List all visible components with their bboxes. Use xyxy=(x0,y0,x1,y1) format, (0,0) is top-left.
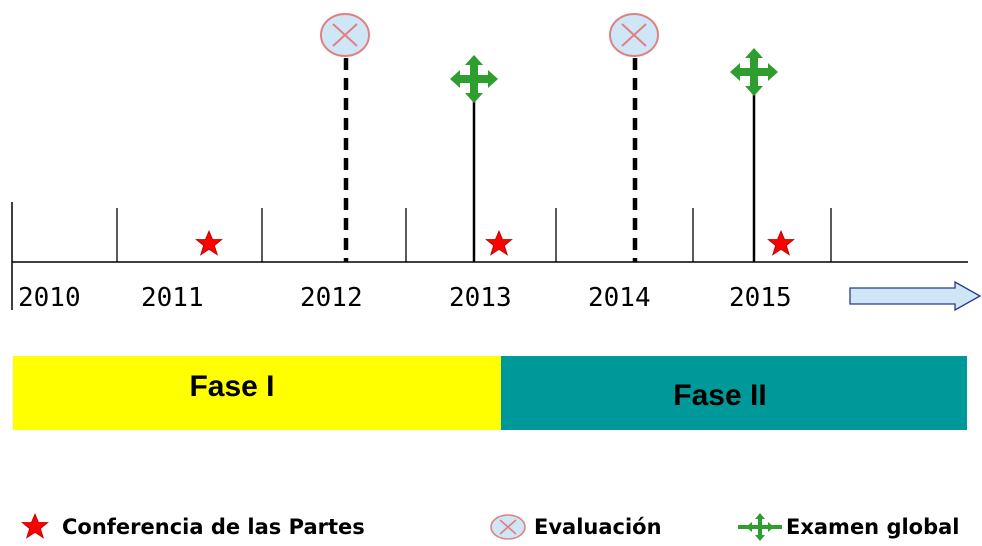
red-star-icon xyxy=(767,230,795,256)
crossed-circle-icon xyxy=(609,13,659,57)
green-cross-icon xyxy=(730,48,778,96)
green-cross-icon xyxy=(450,55,498,103)
year-label: 2015 xyxy=(729,283,792,313)
tick-marks xyxy=(116,208,832,262)
year-label: 2010 xyxy=(18,283,81,313)
red-star-icon xyxy=(21,513,49,539)
legend-label-review: Examen global xyxy=(786,515,960,539)
year-label: 2011 xyxy=(141,283,204,313)
legend-label-cop: Conferencia de las Partes xyxy=(62,515,365,539)
phase-label-2: Fase II xyxy=(673,379,766,412)
year-label: 2012 xyxy=(300,283,363,313)
crossed-circle-icon xyxy=(490,514,526,540)
crossed-circle-icon xyxy=(320,13,370,57)
future-arrow-icon xyxy=(849,280,982,312)
red-star-icon xyxy=(195,230,223,256)
year-label: 2013 xyxy=(449,283,512,313)
year-label: 2014 xyxy=(588,283,651,313)
red-star-icon xyxy=(485,230,513,256)
legend-label-evaluation: Evaluación xyxy=(534,515,662,539)
legend: Conferencia de las Partes Evaluación Exa… xyxy=(21,513,960,541)
green-cross-icon xyxy=(738,513,782,541)
phase-bar-1 xyxy=(13,356,501,430)
phase-bar-2 xyxy=(501,356,967,430)
phase-label-1: Fase I xyxy=(189,370,274,403)
